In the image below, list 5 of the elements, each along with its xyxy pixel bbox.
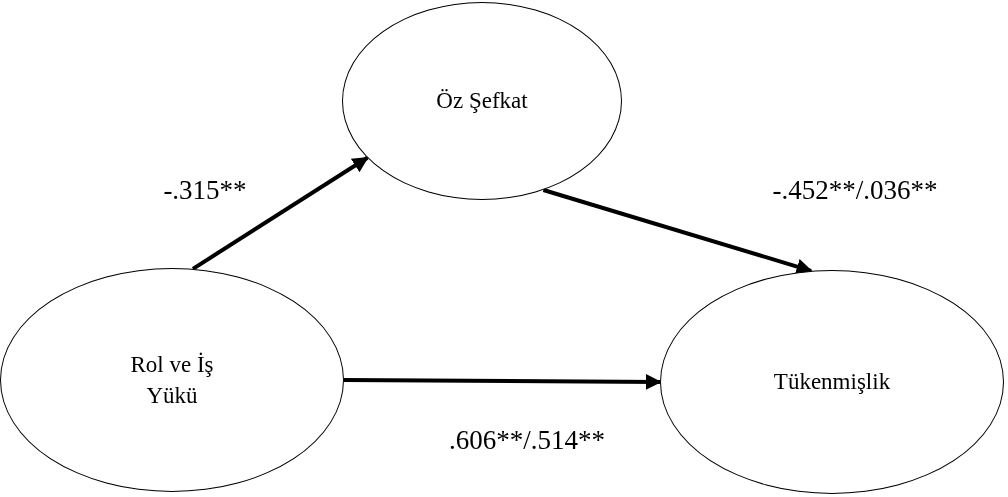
arrow <box>542 188 813 275</box>
node-label: Rol ve İş Yükü <box>129 350 215 410</box>
arrow <box>344 373 662 390</box>
node-label: Tükenmişlik <box>773 368 891 397</box>
node-label: Öz Şefkat <box>436 87 528 116</box>
